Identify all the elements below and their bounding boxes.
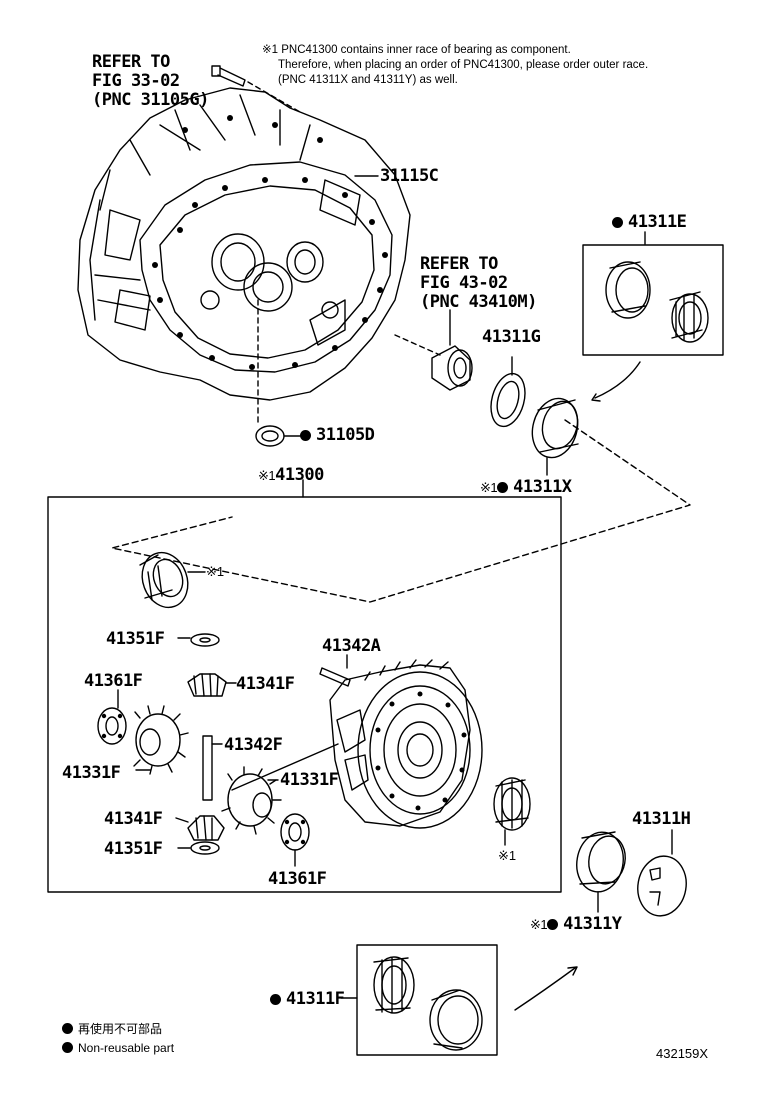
ref-mark-1: ※1: [530, 917, 548, 932]
refer-seal-line-2: FIG 43-02: [420, 273, 508, 293]
shim-41311h: [637, 829, 687, 917]
label-41300-text: 41300: [275, 465, 324, 485]
label-41311y: ※1 41311Y: [530, 915, 622, 934]
label-41300: ※141300: [258, 466, 324, 485]
label-41331f-left: 41331F: [62, 763, 121, 783]
seal-43410m: [431, 309, 473, 391]
bearing-set-41311f: [340, 944, 578, 1056]
legend-en: Non-reusable part: [62, 1041, 174, 1055]
label-31105d: 31105D: [300, 425, 375, 445]
note-line-1: ※1 PNC41300 contains inner race of beari…: [262, 44, 571, 56]
outer-race-41311y: [576, 831, 626, 913]
refer-housing-line-3: (PNC 31105G): [92, 90, 209, 110]
ref-mark-1: ※1: [258, 468, 276, 483]
label-41311h: 41311H: [632, 809, 691, 829]
ref-mark-inner-race-top: ※1: [206, 564, 225, 579]
non-reusable-dot-icon: [497, 482, 509, 493]
label-31105d-text: 31105D: [316, 425, 375, 445]
label-41351f-bottom: 41351F: [104, 839, 163, 859]
label-41311f: 41311F: [270, 989, 345, 1009]
label-41341f-bottom: 41341F: [104, 809, 163, 829]
label-41331f-right: 41331F: [280, 770, 339, 790]
legend-jp: 再使用不可部品: [62, 1020, 162, 1037]
label-31115c: 31115C: [380, 166, 439, 186]
pinion-shaft-41342f: [202, 735, 223, 801]
non-reusable-dot-icon: [300, 430, 311, 441]
label-41311x: ※1 41311X: [480, 478, 572, 497]
ref-mark-1: ※1: [480, 480, 498, 495]
inner-race-top: [139, 551, 206, 609]
ref-mark-inner-race-right: ※1: [498, 848, 517, 863]
non-reusable-dot-icon: [62, 1023, 73, 1034]
diff-case-ring-gear: [231, 659, 483, 829]
diff-assembly-box: [47, 496, 562, 893]
outer-race-41311x: [531, 397, 579, 476]
refer-housing-line-1: REFER TO: [92, 52, 170, 72]
legend-en-text: Non-reusable part: [78, 1041, 175, 1055]
pin-41342a: [319, 654, 351, 687]
diagram-number: 432159X: [656, 1046, 709, 1061]
non-reusable-dot-icon: [270, 994, 281, 1005]
label-41311x-text: 41311X: [513, 477, 572, 497]
refer-seal-line-3: (PNC 43410M): [420, 292, 537, 312]
non-reusable-dot-icon: [62, 1042, 73, 1053]
inner-race-right: [493, 777, 531, 846]
pinion-41341f-bottom: [175, 815, 225, 841]
shim-41311g: [490, 356, 526, 428]
bearing-set-41311e: [582, 231, 724, 402]
refer-housing-line-2: FIG 33-02: [92, 71, 180, 91]
washer-41351f-top: [177, 633, 220, 647]
refer-seal-line-1: REFER TO: [420, 254, 498, 274]
axis-upper: [394, 334, 441, 356]
label-41311g: 41311G: [482, 327, 541, 347]
note-line-3: (PNC 41311X and 41311Y) as well.: [278, 74, 458, 86]
washer-41361f-bottom: [280, 813, 310, 867]
label-41361f-bottom: 41361F: [268, 869, 327, 889]
oil-seal-31105d: [255, 299, 301, 447]
legend-jp-text: 再使用不可部品: [78, 1022, 163, 1036]
washer-41361f-left: [97, 689, 127, 745]
side-gear-41331f-right: [221, 766, 282, 835]
label-41361f-left: 41361F: [84, 671, 143, 691]
transaxle-housing: [77, 87, 411, 401]
label-41351f-top: 41351F: [106, 629, 165, 649]
label-41342a: 41342A: [322, 636, 381, 656]
axis-lower-box: [111, 419, 691, 603]
label-41311e: 41311E: [612, 212, 687, 232]
non-reusable-dot-icon: [612, 217, 623, 228]
label-41311y-text: 41311Y: [563, 914, 622, 934]
label-41342f: 41342F: [224, 735, 283, 755]
label-41311f-text: 41311F: [286, 989, 345, 1009]
label-41341f-top: 41341F: [236, 674, 295, 694]
label-41311e-text: 41311E: [628, 212, 687, 232]
side-gear-41331f-left: [133, 705, 189, 775]
non-reusable-dot-icon: [547, 919, 559, 930]
pinion-41341f-top: [187, 673, 237, 697]
note-line-2: Therefore, when placing an order of PNC4…: [278, 59, 649, 71]
housing-bolt: [211, 65, 301, 113]
washer-41351f-bottom: [177, 841, 220, 855]
